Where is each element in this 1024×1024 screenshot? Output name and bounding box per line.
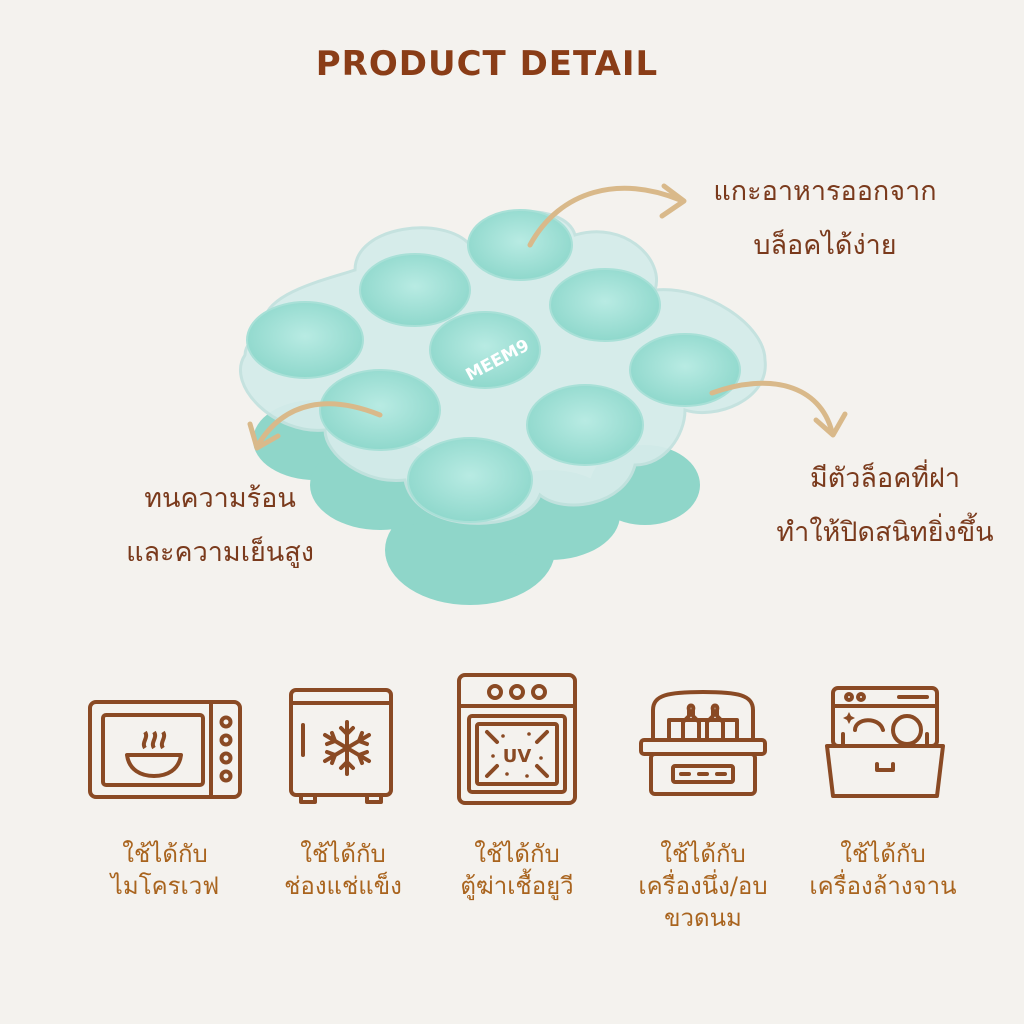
bottle-steamer-icon [639,690,767,796]
feature-bottle-steamer: ใช้ได้กับ เครื่องนึ่ง/อบ ขวดนม [608,670,798,934]
dishwasher-icon [825,686,945,798]
freezer-icon [289,688,393,804]
feature-dishwasher: ใช้ได้กับ เครื่องล้างจาน [788,670,978,902]
microwave-icon [88,700,242,799]
page-title: PRODUCT DETAIL [315,44,659,84]
arrow-right [709,380,835,435]
silicone-tray-image: MEEM9 [238,209,767,605]
arrow-left [255,401,383,448]
feature-uv-sterilizer: UV ใช้ได้กับ ตู้ฆ่าเชื้อยูวี [422,670,612,902]
callout-lid-lock: มีตัวล็อคที่ฝา ทำให้ปิดสนิทยิ่งขึ้น [776,463,994,548]
uv-label: UV [503,746,532,767]
arrow-top-right [527,185,683,248]
callout-easy-release: แกะอาหารออกจาก บล็อคได้ง่าย [713,176,937,261]
feature-freezer: ใช้ได้กับ ช่องแช่แข็ง [248,670,438,902]
uv-sterilizer-icon: UV [457,673,577,805]
feature-microwave: ใช้ได้กับ ไมโครเวฟ [70,670,260,902]
callout-heat-cold-resistant: ทนความร้อน และความเย็นสูง [126,483,314,568]
